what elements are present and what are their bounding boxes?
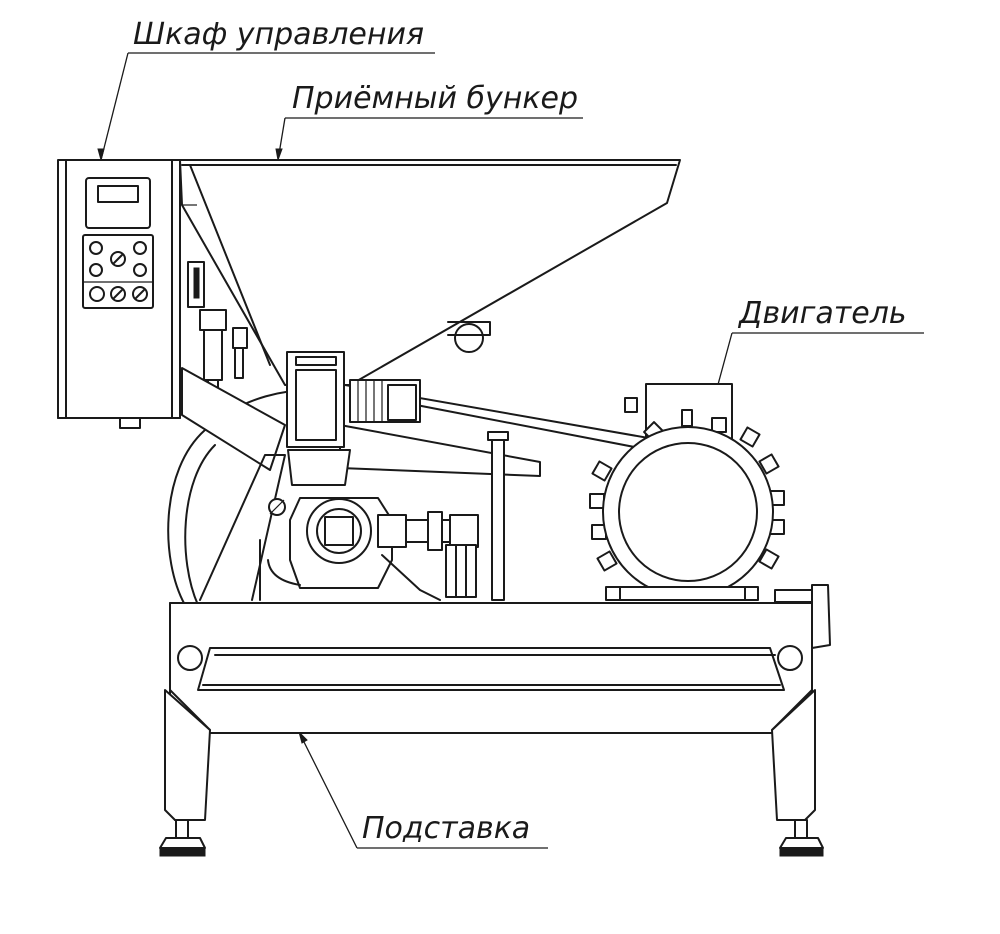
label-control-cabinet: Шкаф управления xyxy=(97,17,435,162)
button-icon xyxy=(133,263,147,277)
button-icon xyxy=(89,263,103,277)
button-icon xyxy=(89,241,103,255)
button-panel xyxy=(82,234,154,309)
hopper-label: Приёмный бункер xyxy=(292,81,578,116)
main-frame xyxy=(181,367,661,601)
mount-hole-icon xyxy=(177,645,203,671)
stand-label: Подставка xyxy=(362,811,530,846)
mount-hole-icon xyxy=(777,645,803,671)
control-cabinet-label: Шкаф управления xyxy=(133,17,424,52)
cable-gland xyxy=(119,417,141,429)
crusher-housing xyxy=(286,351,351,486)
hopper xyxy=(179,159,681,386)
gearbox xyxy=(267,497,441,601)
shaft-coupling xyxy=(377,511,479,598)
motor xyxy=(589,383,785,601)
label-stand: Подставка xyxy=(298,730,548,849)
left-leg xyxy=(159,689,211,857)
stand xyxy=(159,602,824,857)
display-panel xyxy=(85,177,151,229)
button-icon xyxy=(133,241,147,255)
right-leg xyxy=(771,689,824,857)
label-hopper: Приёмный бункер xyxy=(275,81,583,162)
motor-label: Двигатель xyxy=(737,296,907,331)
button-icon xyxy=(89,286,105,302)
control-cabinet xyxy=(57,159,181,429)
small-motor xyxy=(349,379,421,423)
